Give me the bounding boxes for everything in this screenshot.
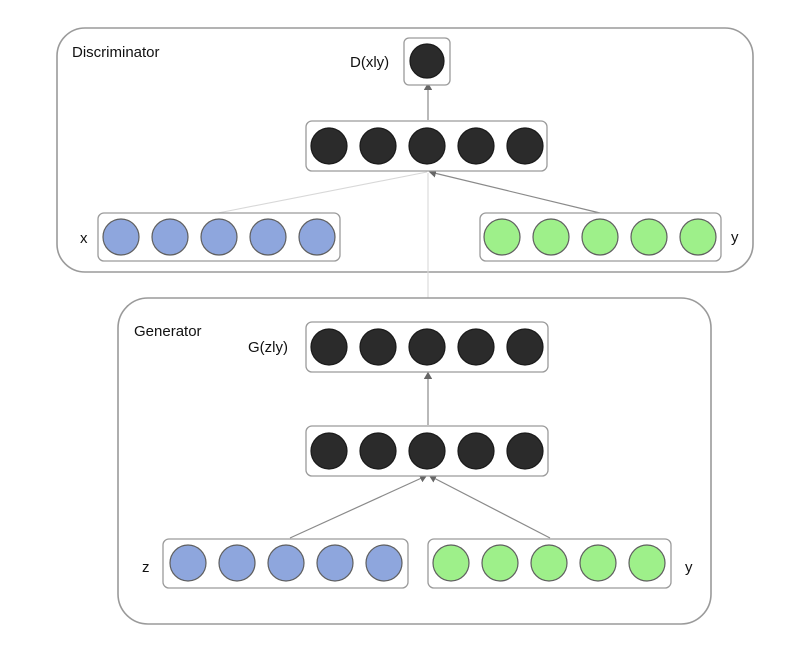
gen-y-node-5 (628, 544, 666, 582)
gen-z-node-5 (365, 544, 403, 582)
disc-y-nodes (483, 218, 717, 256)
gen-output-node-3 (408, 328, 446, 366)
gen-hidden-node-1 (310, 432, 348, 470)
disc-x-nodes (102, 218, 336, 256)
disc-output-label: D(xly) (350, 54, 389, 71)
gen-y-node-4 (579, 544, 617, 582)
discriminator-panel: Discriminator D(xly) x y (56, 27, 754, 273)
disc-y-node-1 (483, 218, 521, 256)
gen-hidden-nodes (310, 432, 544, 470)
disc-y-node-2 (532, 218, 570, 256)
gen-output-node-4 (457, 328, 495, 366)
gen-z-nodes (169, 544, 403, 582)
disc-y-node-3 (581, 218, 619, 256)
disc-x-node-3 (200, 218, 238, 256)
gen-hidden-node-4 (457, 432, 495, 470)
disc-x-node-2 (151, 218, 189, 256)
gen-y-nodes (432, 544, 666, 582)
disc-y-node-4 (630, 218, 668, 256)
gen-z-node-3 (267, 544, 305, 582)
generator-title: Generator (134, 323, 202, 340)
gen-y-label: y (685, 559, 693, 576)
disc-hidden-node-2 (359, 127, 397, 165)
gen-z-to-hidden-edge (289, 474, 428, 539)
gen-output-node-5 (506, 328, 544, 366)
disc-x-node-5 (298, 218, 336, 256)
gen-output-node-1 (310, 328, 348, 366)
gen-z-node-4 (316, 544, 354, 582)
gen-y-node-1 (432, 544, 470, 582)
gen-output-label: G(zly) (248, 339, 288, 356)
discriminator-title: Discriminator (72, 44, 160, 61)
disc-hidden-node-4 (457, 127, 495, 165)
disc-x-node-4 (249, 218, 287, 256)
gen-output-node-2 (359, 328, 397, 366)
gen-hidden-node-2 (359, 432, 397, 470)
gen-y-to-hidden-edge (428, 475, 551, 539)
disc-x-to-hidden-edge (217, 171, 428, 214)
gen-output-nodes (310, 328, 544, 366)
disc-hidden-node-5 (506, 127, 544, 165)
disc-hidden-nodes (310, 127, 544, 165)
disc-x-node-1 (102, 218, 140, 256)
disc-output-nodes (409, 43, 445, 79)
disc-hidden-node-3 (408, 127, 446, 165)
gen-z-label: z (142, 559, 150, 576)
disc-x-label: x (80, 230, 88, 247)
gen-y-node-3 (530, 544, 568, 582)
disc-hidden-node-1 (310, 127, 348, 165)
disc-y-to-hidden-edge (428, 169, 601, 214)
gen-hidden-node-3 (408, 432, 446, 470)
gen-y-node-2 (481, 544, 519, 582)
disc-output-node-1 (409, 43, 445, 79)
gen-z-node-1 (169, 544, 207, 582)
generator-panel: Generator G(zly) z y (117, 297, 712, 625)
gen-hidden-node-5 (506, 432, 544, 470)
disc-y-label: y (731, 229, 739, 246)
gen-z-node-2 (218, 544, 256, 582)
disc-y-node-5 (679, 218, 717, 256)
